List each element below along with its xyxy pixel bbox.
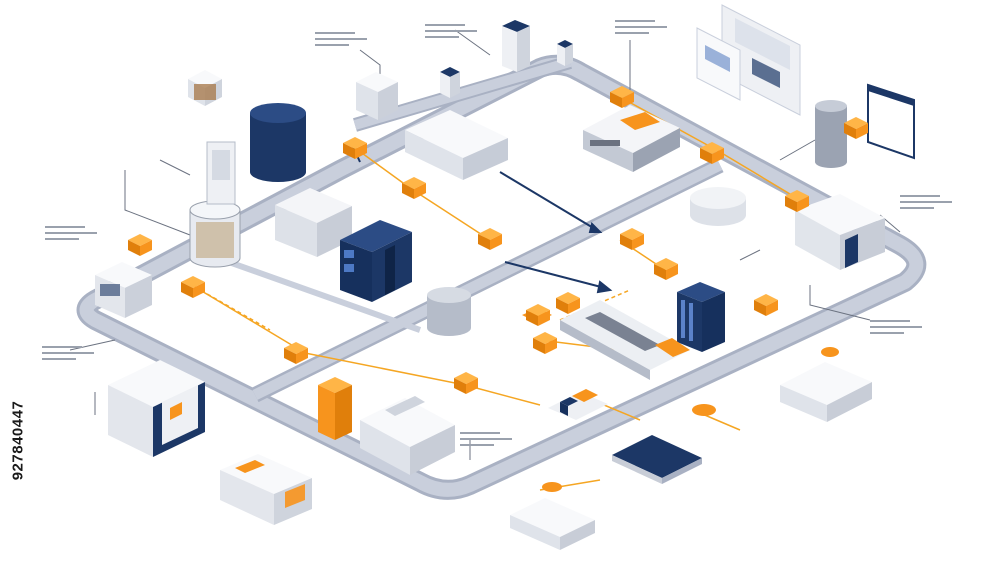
terminal-kiosk-icon bbox=[108, 360, 205, 457]
monitor-icon bbox=[867, 83, 915, 160]
tablet-device-icon bbox=[612, 435, 702, 484]
cargo-pallet-icon bbox=[548, 389, 608, 420]
server-tower-navy-icon bbox=[677, 282, 725, 352]
warehouse-icon bbox=[360, 396, 455, 475]
grey-tank-icon bbox=[427, 287, 471, 336]
cardboard-box-icon bbox=[188, 70, 222, 106]
scanner-unit-icon bbox=[510, 498, 595, 550]
factory-icon bbox=[795, 194, 885, 270]
stock-image-id-text: 927840447 bbox=[9, 400, 27, 480]
printer-icon bbox=[356, 72, 398, 120]
control-panel-icon bbox=[95, 262, 152, 318]
conveyor-machine-icon bbox=[220, 454, 312, 525]
storage-cylinder-icon bbox=[815, 100, 847, 168]
dashboard-screen-icon bbox=[696, 4, 801, 116]
flow-arrows bbox=[349, 139, 613, 294]
dome-tank-icon bbox=[690, 187, 746, 226]
conveyor-sorter-icon bbox=[522, 300, 690, 380]
database-icon bbox=[250, 103, 306, 182]
server-rack-icon bbox=[340, 220, 412, 302]
orange-dots bbox=[542, 347, 839, 492]
server-tower-icon bbox=[440, 20, 573, 98]
conveyor-track bbox=[76, 54, 927, 500]
control-hub-icon bbox=[583, 105, 680, 172]
router-icon bbox=[405, 110, 508, 180]
storage-unit-icon bbox=[318, 377, 352, 440]
server-blocks-icon bbox=[780, 362, 872, 422]
stock-image-id: 927840447 bbox=[6, 325, 30, 555]
storage-tank-icon bbox=[189, 141, 241, 268]
